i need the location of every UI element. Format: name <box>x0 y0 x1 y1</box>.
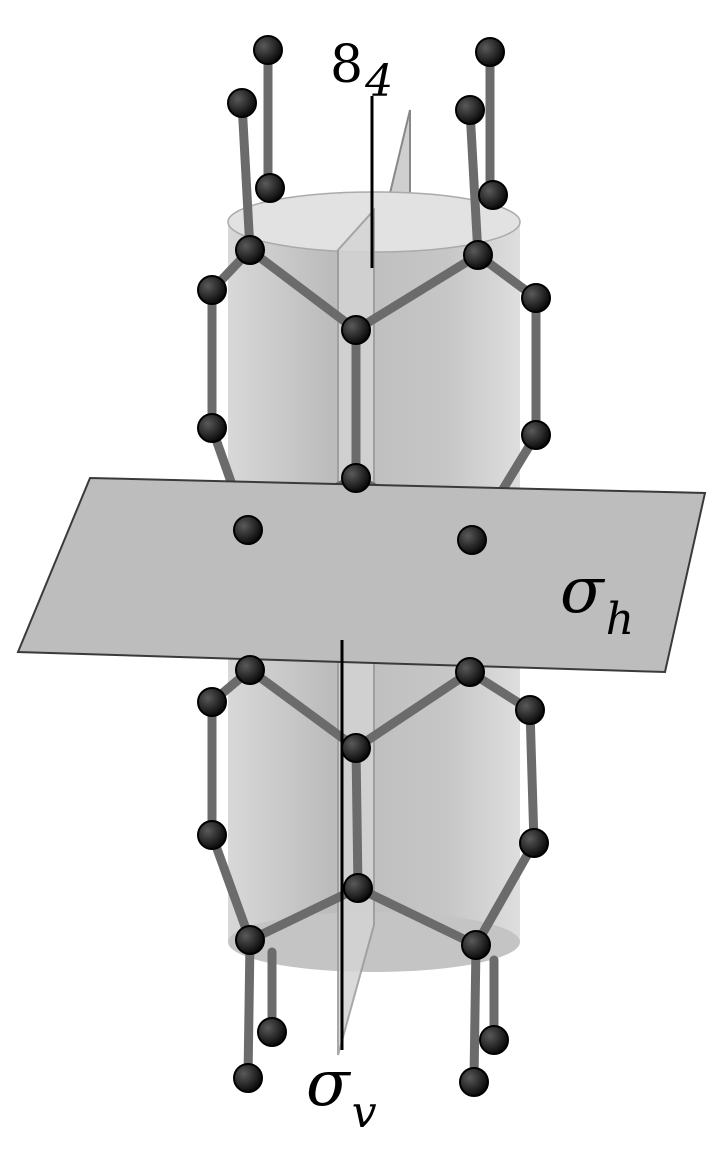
atom <box>463 240 493 270</box>
atom <box>478 180 508 210</box>
atom <box>235 655 265 685</box>
atom <box>341 463 371 493</box>
atom <box>197 820 227 850</box>
atoms <box>197 35 551 1097</box>
atom <box>235 235 265 265</box>
atom <box>233 515 263 545</box>
atom <box>233 1063 263 1093</box>
atom <box>461 930 491 960</box>
atom <box>197 413 227 443</box>
atom <box>521 420 551 450</box>
atom <box>515 695 545 725</box>
rotation-axis-label: 84 <box>330 35 393 107</box>
horizontal-plane <box>16 476 707 674</box>
atom <box>457 525 487 555</box>
atom <box>479 1025 509 1055</box>
atom <box>521 283 551 313</box>
atom <box>343 873 373 903</box>
atom <box>197 687 227 717</box>
vertical-plane-label: σv <box>306 1047 377 1138</box>
atom <box>519 828 549 858</box>
atom <box>341 315 371 345</box>
atom <box>253 35 283 65</box>
atom <box>459 1067 489 1097</box>
atom <box>197 275 227 305</box>
atom <box>341 733 371 763</box>
atom <box>257 1017 287 1047</box>
atom <box>455 95 485 125</box>
atom <box>255 173 285 203</box>
atom <box>227 88 257 118</box>
atom <box>455 657 485 687</box>
atom <box>475 37 505 67</box>
atom <box>235 925 265 955</box>
horizontal-plane-symbol: σh <box>560 554 634 645</box>
